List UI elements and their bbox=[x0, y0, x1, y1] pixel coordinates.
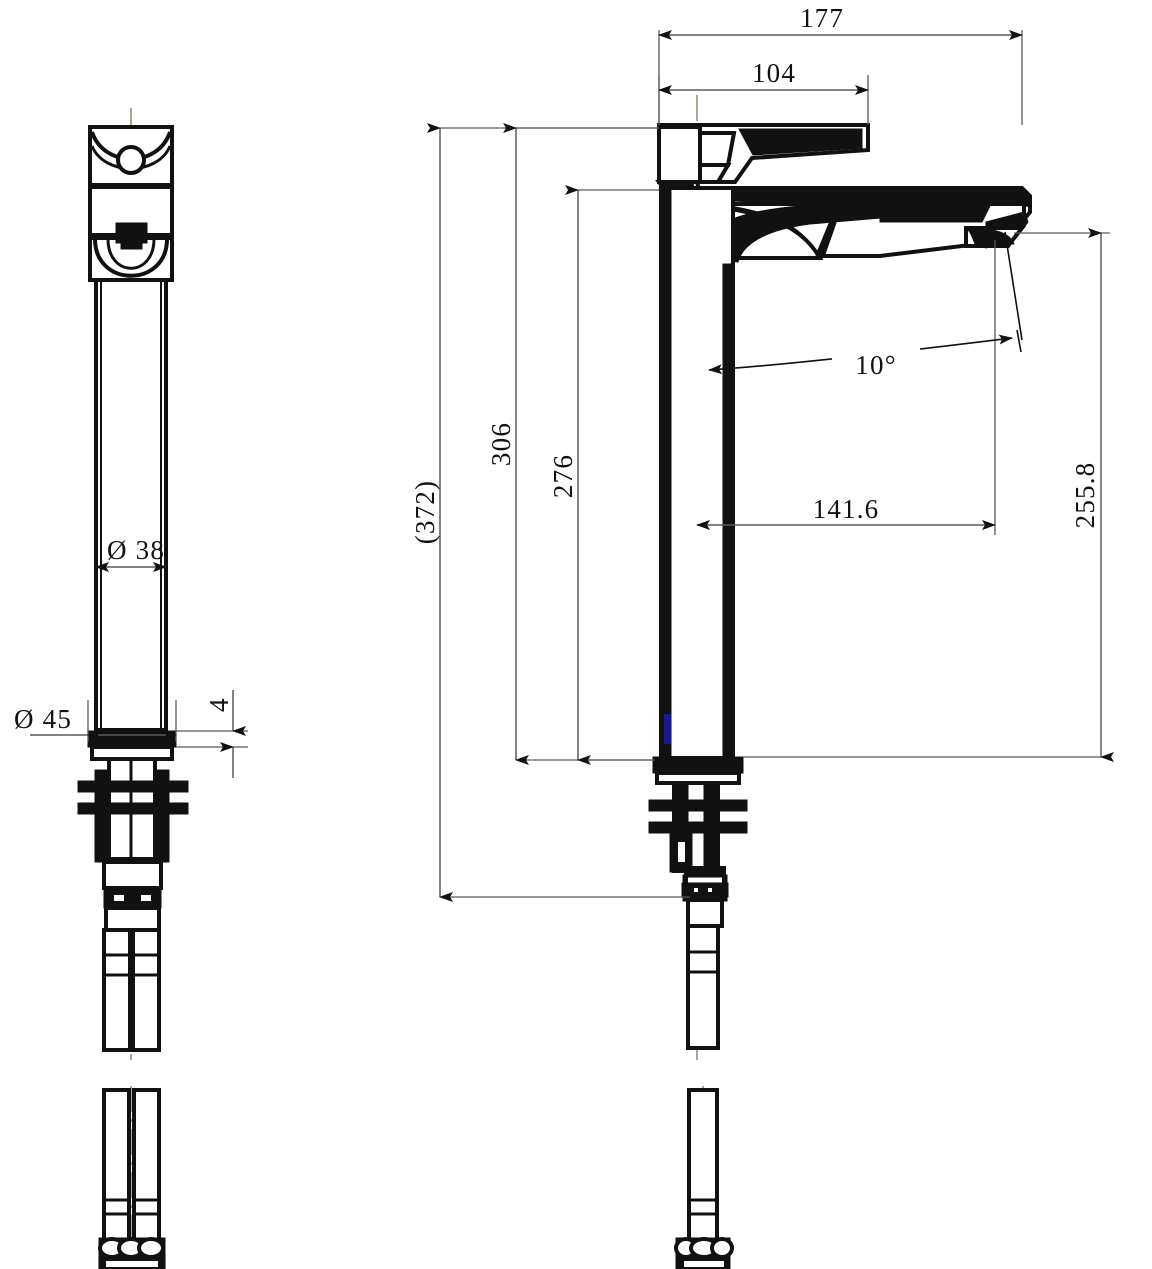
dimension-372: (372) bbox=[410, 123, 690, 902]
dimension-angle-10: 10° bbox=[708, 231, 1023, 380]
side-mounting-hardware bbox=[648, 781, 748, 928]
front-body-column bbox=[94, 278, 168, 732]
front-mounting-hardware bbox=[77, 757, 189, 932]
front-hose-end-detail bbox=[98, 1086, 166, 1269]
front-spout-head bbox=[88, 185, 174, 282]
front-view: Ø 38 Ø 45 4 bbox=[14, 108, 248, 1269]
dimension-177: 177 bbox=[658, 3, 1023, 125]
body-marker bbox=[664, 714, 671, 744]
dimension-141-6-label: 141.6 bbox=[813, 494, 880, 524]
side-hose-end-detail bbox=[674, 1086, 734, 1269]
dimension-104-label: 104 bbox=[752, 58, 796, 88]
dimension-276: 276 bbox=[548, 185, 659, 765]
dimension-276-label: 276 bbox=[548, 454, 578, 498]
side-body-column bbox=[659, 186, 735, 760]
dimension-141-6: 141.6 bbox=[696, 240, 996, 535]
side-base-flange bbox=[652, 756, 744, 785]
side-view: 177 104 (372) 306 276 bbox=[410, 3, 1114, 1269]
dimension-104: 104 bbox=[658, 58, 869, 125]
dimension-diameter-45-label: Ø 45 bbox=[14, 704, 72, 734]
front-supply-hoses bbox=[102, 928, 161, 1052]
side-supply-hose bbox=[686, 924, 720, 1050]
dimension-255-8-label: 255.8 bbox=[1070, 462, 1100, 529]
dimension-255-8: 255.8 bbox=[743, 228, 1114, 762]
dimension-372-label: (372) bbox=[410, 480, 440, 544]
dimension-177-label: 177 bbox=[800, 3, 844, 33]
front-handle-assembly bbox=[88, 125, 174, 189]
dimension-diameter-38-label: Ø 38 bbox=[107, 535, 165, 565]
dimension-angle-10-label: 10° bbox=[855, 350, 896, 380]
dimension-306-label: 306 bbox=[486, 422, 516, 466]
dimension-diameter-38: Ø 38 bbox=[95, 535, 167, 572]
dimension-thickness-4: 4 bbox=[176, 690, 248, 778]
dimension-thickness-4-label: 4 bbox=[204, 697, 234, 712]
dimension-diameter-45: Ø 45 bbox=[14, 700, 177, 742]
dimension-306: 306 bbox=[486, 123, 659, 765]
